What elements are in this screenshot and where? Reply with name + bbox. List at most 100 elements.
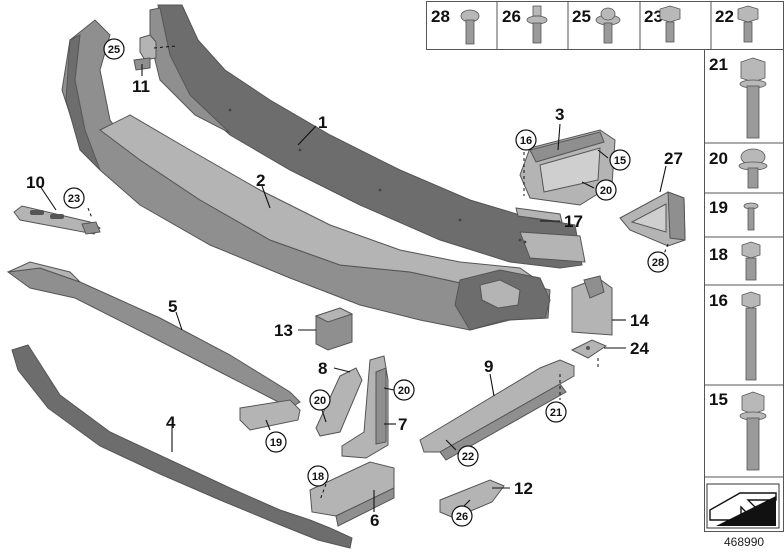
callout-7: 7 <box>398 415 407 434</box>
grid-label-21: 21 <box>709 55 728 74</box>
fastener-grid: 28 26 25 23 22 21 20 19 <box>426 1 784 532</box>
circled-callout-20-right: 20 <box>393 379 415 401</box>
grid-label-18: 18 <box>709 245 728 264</box>
grid-label-23: 23 <box>644 7 663 26</box>
clip-part-11 <box>133 34 157 71</box>
leader-5 <box>175 311 183 331</box>
leader-20c <box>383 387 395 391</box>
block-part-13 <box>314 307 354 351</box>
leader-10 <box>39 185 57 211</box>
callout-11: 11 <box>132 77 150 96</box>
svg-text:21: 21 <box>550 407 562 419</box>
grid-label-25: 25 <box>572 7 591 26</box>
circled-callout-22: 22 <box>457 445 479 467</box>
callout-3: 3 <box>555 105 564 124</box>
leader-1 <box>297 125 317 146</box>
grid-label-15: 15 <box>709 390 728 409</box>
hex-bolt-23-icon <box>659 5 681 43</box>
leader-19 <box>265 419 271 431</box>
plate-part-17 <box>515 207 563 223</box>
hex-flange-bolt-21-icon <box>739 57 767 139</box>
callout-10: 10 <box>26 173 45 192</box>
reference-number: 468990 <box>724 535 764 549</box>
crash-absorber-part-2 <box>61 19 551 331</box>
leader-22 <box>445 439 457 451</box>
collar-screw-20-icon <box>738 148 768 189</box>
bracket-part-10 <box>13 205 101 235</box>
svg-text:25: 25 <box>108 44 120 56</box>
trim-strip-part-4 <box>11 344 353 549</box>
circled-callout-26: 26 <box>451 505 473 527</box>
grid-label-19: 19 <box>709 198 728 217</box>
rail-part-9 <box>419 359 575 461</box>
bracket-part-27 <box>619 191 686 247</box>
svg-text:20: 20 <box>398 385 410 397</box>
callout-12: 12 <box>514 479 533 498</box>
leader-8 <box>333 367 351 373</box>
callout-24: 24 <box>630 339 649 358</box>
collar-screw-25-icon <box>595 7 621 44</box>
screw-28-icon <box>460 9 480 45</box>
svg-text:28: 28 <box>652 257 664 269</box>
leader-20a <box>581 181 595 189</box>
callout-5: 5 <box>168 297 177 316</box>
circled-callout-15: 15 <box>609 149 631 171</box>
dashed-leader-28 <box>663 243 669 255</box>
callout-6: 6 <box>370 511 379 530</box>
bracket-part-7 <box>341 355 389 459</box>
svg-text:22: 22 <box>462 451 474 463</box>
leader-15 <box>597 149 609 159</box>
callout-17: 17 <box>564 212 583 231</box>
dashed-leader-25 <box>153 45 177 49</box>
washer-plate-part-24 <box>570 339 608 359</box>
circled-callout-23: 23 <box>63 187 85 209</box>
callout-14: 14 <box>630 311 649 330</box>
circled-callout-25: 25 <box>103 38 125 60</box>
circled-callout-20-top: 20 <box>595 179 617 201</box>
hex-bolt-18-icon <box>741 241 761 281</box>
leader-20b <box>321 409 327 423</box>
svg-text:16: 16 <box>520 135 532 147</box>
hex-bolt-22-icon <box>737 5 759 43</box>
long-hex-bolt-16-icon <box>741 291 761 381</box>
leader-9 <box>489 373 495 397</box>
strut-part-5 <box>6 261 301 431</box>
circled-callout-21: 21 <box>545 401 567 423</box>
callout-4: 4 <box>166 413 176 432</box>
svg-text:19: 19 <box>270 437 282 449</box>
svg-text:15: 15 <box>614 155 626 167</box>
circled-callout-19: 19 <box>265 431 287 453</box>
expanding-rivet-26-icon <box>526 5 548 44</box>
callout-9: 9 <box>484 357 493 376</box>
circled-callout-20-left: 20 <box>309 389 331 411</box>
leader-27 <box>659 165 667 193</box>
leader-3 <box>557 123 561 151</box>
callout-13: 13 <box>274 321 293 340</box>
svg-text:18: 18 <box>312 471 324 483</box>
dashed-leader-18 <box>319 483 327 501</box>
hex-flange-bolt-15-icon <box>739 391 767 471</box>
callout-8: 8 <box>318 359 327 378</box>
callout-1: 1 <box>318 113 327 132</box>
bracket-part-14 <box>571 275 613 336</box>
callout-27: 27 <box>664 149 683 168</box>
callout-2: 2 <box>256 171 265 190</box>
leader-2 <box>261 185 271 209</box>
dashed-leader-23 <box>87 207 93 219</box>
grid-label-16: 16 <box>709 291 728 310</box>
plate-part-12 <box>439 479 505 519</box>
direction-arrow-icon <box>706 483 780 529</box>
svg-text:20: 20 <box>600 185 612 197</box>
circled-callout-16: 16 <box>515 129 537 151</box>
svg-text:26: 26 <box>456 511 468 523</box>
bracket-part-6 <box>309 461 395 527</box>
grid-label-28: 28 <box>431 7 450 26</box>
rivet-19-icon <box>743 202 759 231</box>
bracket-part-8 <box>315 367 363 437</box>
bumper-carrier-part-1 <box>149 4 586 269</box>
grid-label-20: 20 <box>709 149 728 168</box>
grid-label-22: 22 <box>715 7 734 26</box>
circled-callout-28: 28 <box>647 251 669 273</box>
svg-text:20: 20 <box>314 395 326 407</box>
